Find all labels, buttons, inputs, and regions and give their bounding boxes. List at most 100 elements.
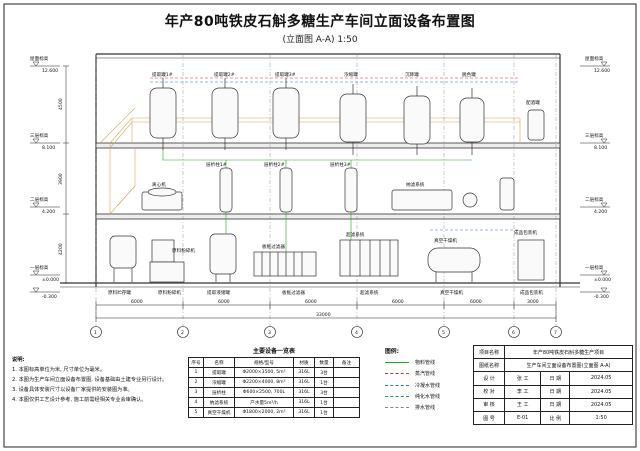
legend-title: 图例: [385, 349, 399, 355]
diagram-labels: 屋面标高 12.600 三层标高 8.100 二层标高 4.200 一层标高 ±… [30, 55, 611, 336]
axis-6: 6 [512, 330, 515, 336]
legend-label: 排水管线 [415, 405, 436, 412]
label-vacuum-dryer: 真空干燥机 [434, 237, 457, 244]
drawing-title: 年产80吨铁皮石斛多糖生产车间立面设备布置图 [164, 14, 476, 30]
cell: 5 [188, 407, 204, 418]
drawing-subtitle: (立面图 A-A) 1:50 [282, 35, 358, 45]
floor-dim-3: 4500 [58, 98, 64, 110]
floor-dimension-line [63, 65, 69, 284]
span-dim-5: 6000 [470, 299, 482, 305]
cell: 2024.05 [569, 371, 633, 386]
label-decolor-tank: 脱色罐 [462, 71, 476, 78]
note-item: 1. 本图标高单位为米, 尺寸单位为毫米。 [12, 367, 105, 373]
cell: 王 工 [503, 397, 542, 412]
label-extraction-tank-2: 提取罐2# [214, 71, 235, 78]
floor-dim-1: 4200 [58, 243, 64, 255]
level-name-second: 二层标高 [30, 196, 49, 203]
label-grinder: 原料粉碎机 [172, 247, 195, 254]
legend-item: 冷凝水管线 [385, 380, 470, 391]
drawing-border [3, 3, 637, 448]
elevation-markers [30, 61, 60, 293]
column-1 [219, 167, 233, 213]
cell: E-01 [503, 410, 542, 426]
r-level-value-third: 8.100 [594, 145, 607, 151]
cell: 真空干燥机 [203, 407, 235, 418]
raw-material-tank [109, 235, 137, 282]
project-label: 项目名称 [473, 344, 505, 360]
note-item: 4. 本图仅供工艺设计参考, 施工前需经相关专业会审确认。 [12, 397, 147, 403]
caption-extract-storage: 提取液储罐 [207, 289, 230, 296]
building-structure [60, 53, 580, 288]
cell: 316L [293, 377, 315, 388]
first-floor-equipment [109, 233, 545, 283]
caption-ultrafiltration: 超滤系统 [360, 289, 379, 296]
cell: 设 计 [473, 371, 505, 386]
pipe-legend: 图例: 物料管线 蒸汽管线 冷凝水管线 纯化水管线 排水管线 [385, 346, 470, 413]
cell: 1:50 [569, 410, 633, 426]
level-value-roof: 12.600 [42, 68, 58, 74]
level-value-second: 4.200 [42, 209, 55, 215]
drawing-label: 图纸名称 [473, 358, 505, 373]
title-block-row: 图纸名称生产车间立面设备布置图(立面图 A-A) [473, 358, 633, 373]
cell: 3 [188, 387, 204, 398]
cell: 日 期 [540, 397, 571, 412]
legend-swatch [385, 407, 409, 409]
elev-third [30, 138, 60, 144]
piping [150, 77, 520, 252]
label-centrifuge: 离心机 [152, 181, 166, 188]
packaging-machine [517, 239, 545, 281]
caption-grinder: 原料粉碎机 [158, 289, 181, 296]
note-item: 2. 本图为生产车间立面设备布置图, 设备基础由土建专业另行设计。 [12, 377, 168, 383]
floor-dim-2: 3900 [58, 173, 64, 185]
label-alcohol-tank: 配酒罐 [526, 99, 540, 106]
legend-swatch [385, 373, 409, 375]
cell: 审 核 [473, 397, 505, 412]
th-material: 材质 [293, 357, 315, 368]
legend-label: 纯化水管线 [415, 394, 441, 401]
project-name: 年产80吨铁皮石斛多糖生产项目 [504, 344, 633, 360]
notes-heading: 说明: [12, 357, 25, 363]
label-settling-tank: 沉降罐 [405, 71, 419, 78]
nanofiltration [391, 177, 515, 211]
r-level-name-second: 二层标高 [585, 196, 604, 203]
cell: 316L [293, 407, 315, 418]
level-value-third: 8.100 [42, 145, 55, 151]
label-extraction-tank-1: 提取罐1# [152, 71, 173, 78]
axis-2: 2 [181, 330, 184, 336]
level-name-roof: 屋面标高 [30, 55, 49, 62]
level-value-first: ±0.000 [42, 277, 59, 283]
cell: 层析柱 [203, 387, 235, 398]
caption-plate-frame: 板框过滤器 [282, 289, 305, 296]
title-block: 项目名称年产80吨铁皮石斛多糖生产项目 图纸名称生产车间立面设备布置图(立面图 … [473, 344, 633, 426]
cell [333, 367, 360, 378]
legend-swatch [385, 384, 409, 386]
elev-ground [30, 287, 60, 293]
axis-1: 1 [94, 330, 97, 336]
cell [333, 407, 360, 418]
cell: 3台 [314, 367, 334, 378]
concentration-tank [339, 84, 367, 155]
r-level-value-first: ±0.000 [594, 277, 611, 283]
legend-label: 物料管线 [415, 360, 436, 367]
cell: 2024.05 [569, 384, 633, 399]
alcohol-tank [527, 109, 545, 141]
caption-packaging: 成品包装机 [520, 289, 543, 296]
r-level-name-third: 三层标高 [585, 132, 604, 139]
span-dim-1: 6000 [131, 299, 143, 305]
plate-frame-filter [253, 251, 317, 277]
cell: 图 号 [473, 410, 505, 426]
level-name-first: 一层标高 [30, 264, 49, 271]
cell: 1台 [314, 407, 334, 418]
axis-7: 7 [554, 330, 557, 336]
cell: 产水量5m³/h [234, 397, 294, 408]
legend-label: 蒸汽管线 [415, 371, 436, 378]
cell: 日 期 [540, 371, 571, 386]
